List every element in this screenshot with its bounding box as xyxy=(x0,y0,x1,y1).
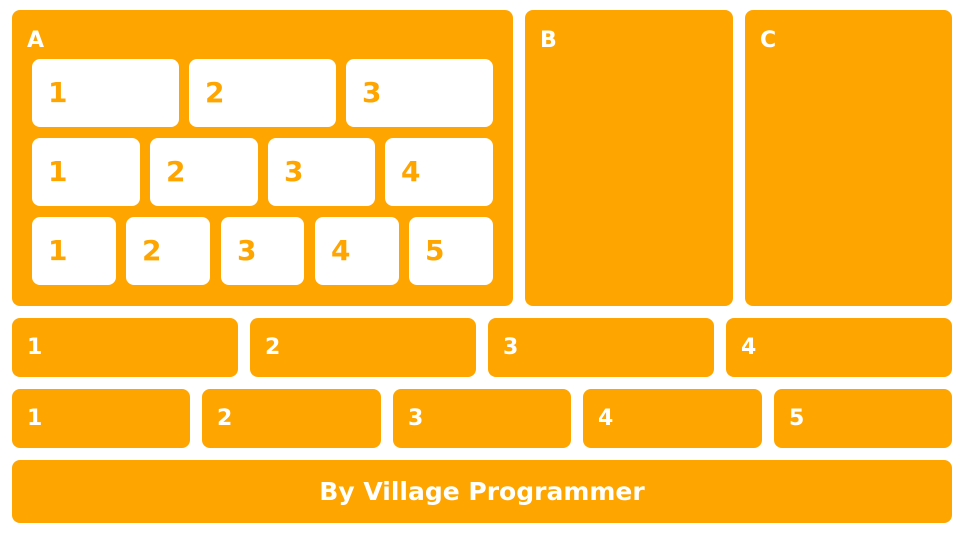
box-label: 3 xyxy=(503,335,519,360)
panel-a-row1-cell-1: 1 xyxy=(32,59,179,127)
cell-label: 4 xyxy=(401,155,421,188)
box-label: 3 xyxy=(408,406,424,431)
box-label: 1 xyxy=(27,406,43,431)
row4-box-4: 4 xyxy=(726,318,952,377)
row5-box-1: 1 xyxy=(12,389,190,448)
panel-a-row1-cell-2: 2 xyxy=(189,59,336,127)
box-label: 2 xyxy=(265,335,281,360)
panel-c-label: C xyxy=(760,28,777,53)
panel-c: C xyxy=(745,10,952,306)
cell-label: 2 xyxy=(205,76,225,109)
panel-b-label: B xyxy=(540,28,557,53)
panel-a-row3-cell-3: 3 xyxy=(221,217,304,285)
box-label: 2 xyxy=(217,406,233,431)
cell-label: 1 xyxy=(48,234,68,267)
panel-a-row3-cell-5: 5 xyxy=(409,217,493,285)
box-label: 5 xyxy=(789,406,805,431)
cell-label: 3 xyxy=(284,155,304,188)
box-label: 4 xyxy=(741,335,757,360)
panel-a-label: A xyxy=(27,28,45,53)
panel-b: B xyxy=(525,10,733,306)
panel-a-row2-cell-4: 4 xyxy=(385,138,493,206)
cell-label: 1 xyxy=(48,155,68,188)
panel-a-row3-cell-4: 4 xyxy=(315,217,399,285)
panel-a-row2-cell-2: 2 xyxy=(150,138,258,206)
panel-a: A 1 2 3 1 2 3 4 1 2 3 4 5 xyxy=(12,10,513,306)
row5-box-3: 3 xyxy=(393,389,571,448)
cell-label: 3 xyxy=(237,234,257,267)
panel-a-row1-cell-3: 3 xyxy=(346,59,493,127)
cell-label: 5 xyxy=(425,234,445,267)
panel-a-row2-cell-3: 3 xyxy=(268,138,375,206)
row4-box-2: 2 xyxy=(250,318,476,377)
cell-label: 4 xyxy=(331,234,351,267)
row4-box-1: 1 xyxy=(12,318,238,377)
panel-a-row3-cell-2: 2 xyxy=(126,217,210,285)
cell-label: 2 xyxy=(166,155,186,188)
row5-box-2: 2 xyxy=(202,389,381,448)
panel-a-row2-cell-1: 1 xyxy=(32,138,140,206)
cell-label: 2 xyxy=(142,234,162,267)
row5-box-4: 4 xyxy=(583,389,762,448)
box-label: 1 xyxy=(27,335,43,360)
box-label: 4 xyxy=(598,406,614,431)
cell-label: 3 xyxy=(362,76,382,109)
footer-banner: By Village Programmer xyxy=(12,460,952,523)
cell-label: 1 xyxy=(48,76,68,109)
footer-credit-text: By Village Programmer xyxy=(319,477,645,506)
row4-box-3: 3 xyxy=(488,318,714,377)
row5-box-5: 5 xyxy=(774,389,952,448)
panel-a-row3-cell-1: 1 xyxy=(32,217,116,285)
